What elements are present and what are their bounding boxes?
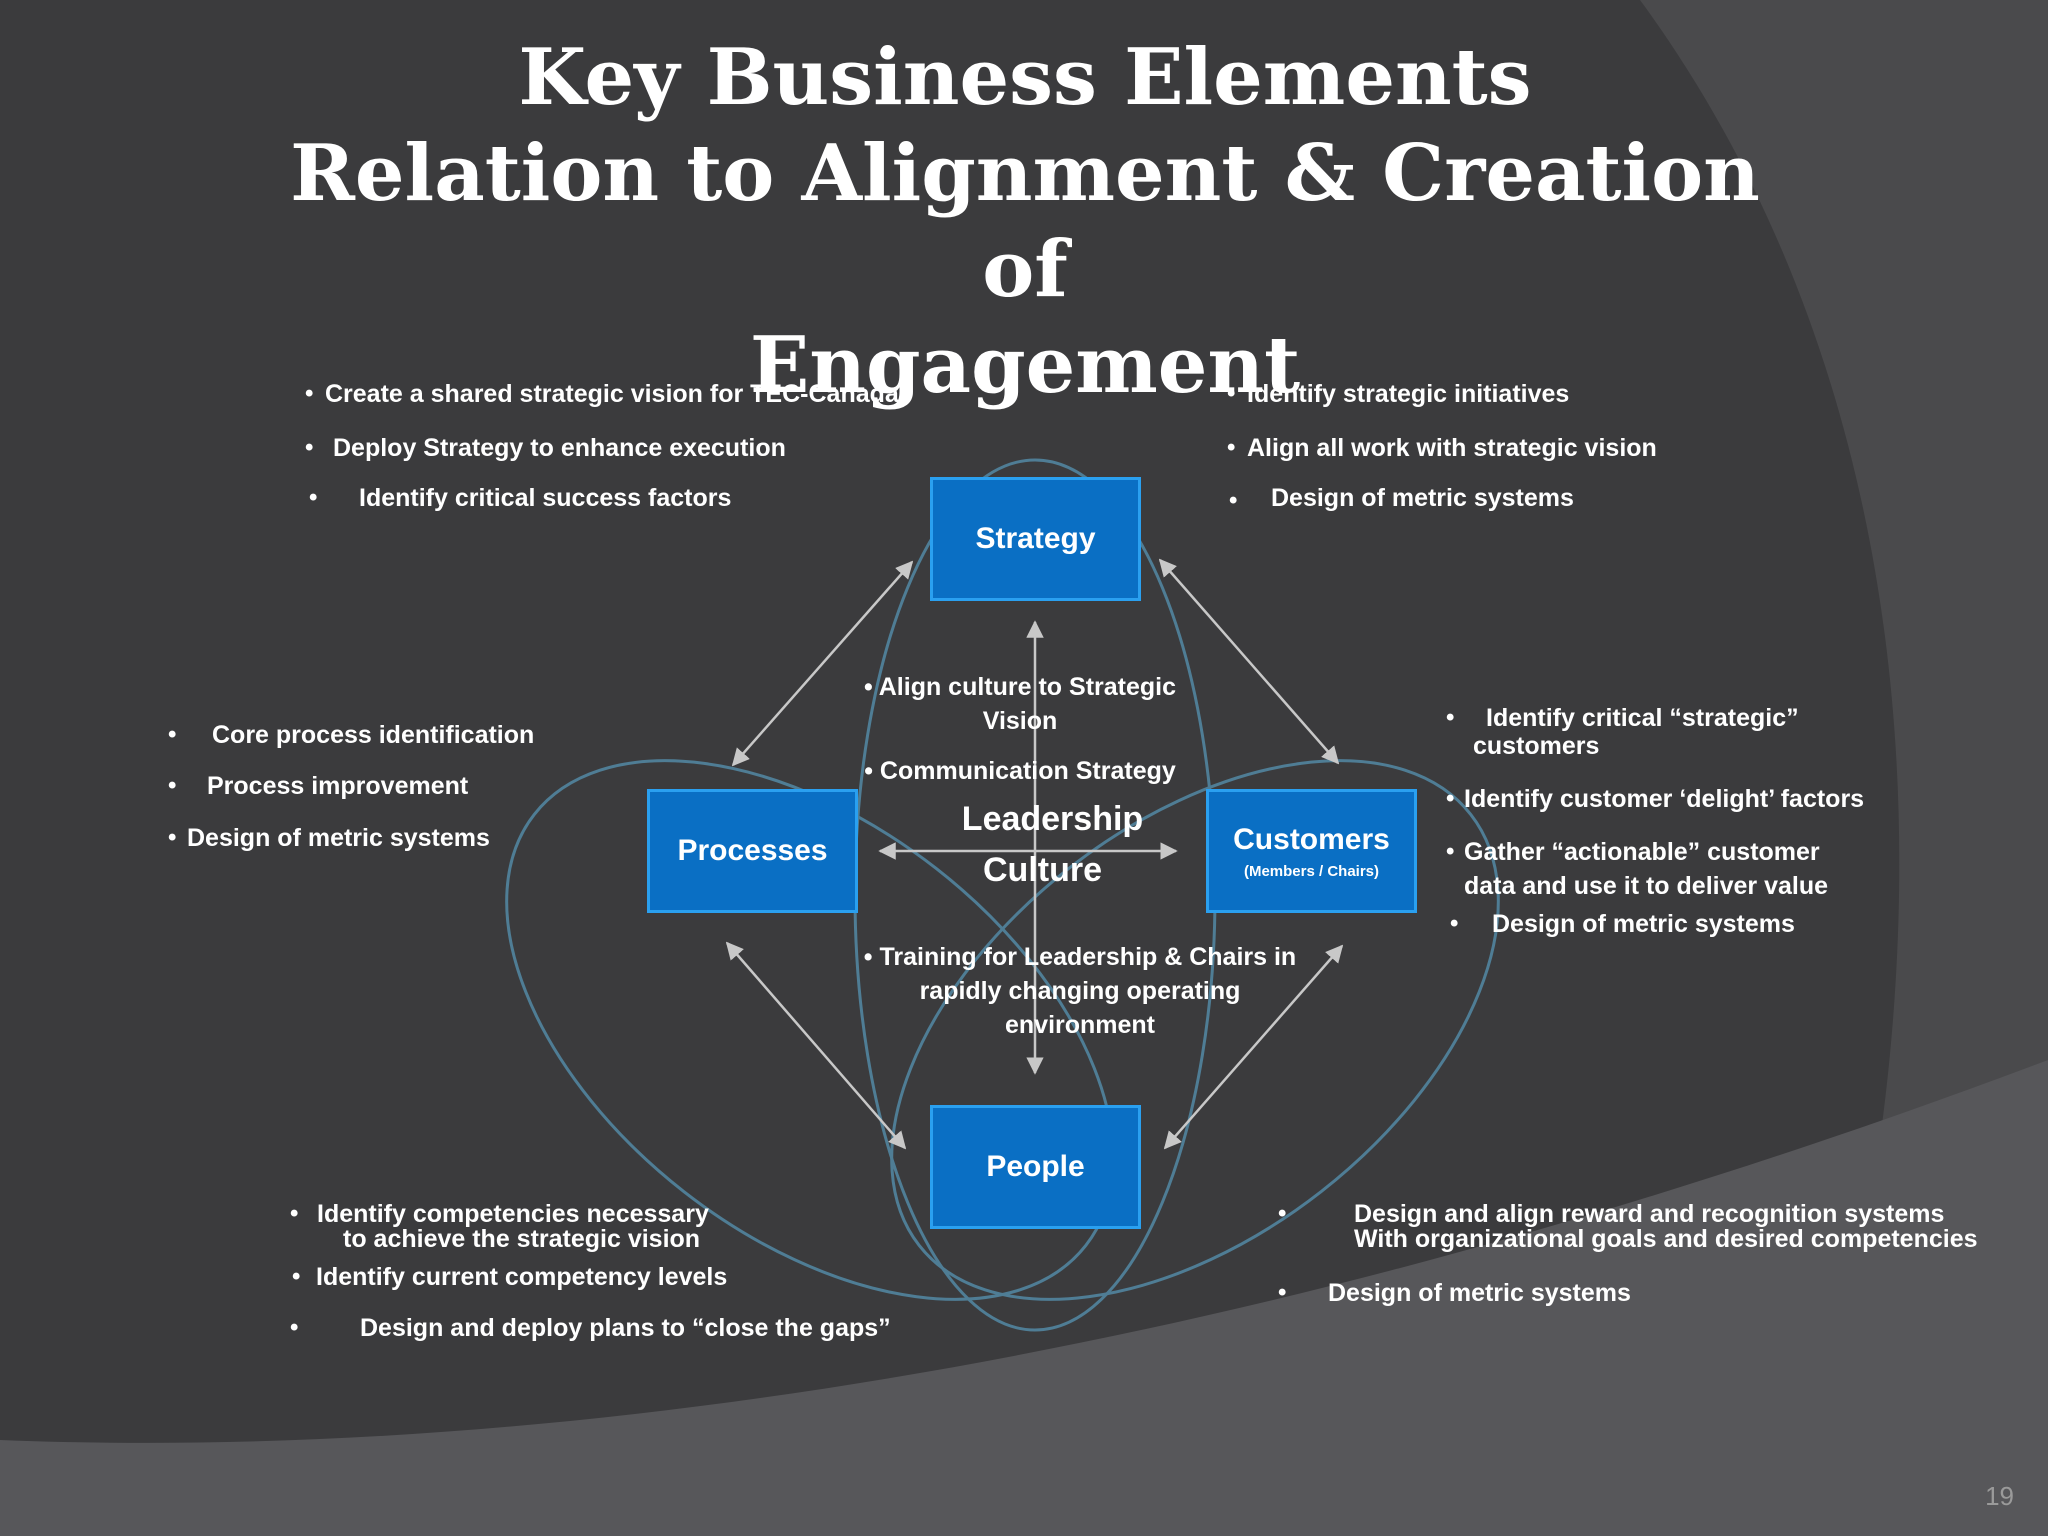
people-node: People xyxy=(930,1105,1141,1229)
strategy-right-list: •Identify strategic initiatives •Align a… xyxy=(1227,380,1657,514)
customers-sublabel: (Members / Chairs) xyxy=(1243,862,1380,880)
page-number: 19 xyxy=(1985,1481,2014,1511)
title-line-3: Engagement xyxy=(749,320,1301,411)
list-item: •Identify critical success factors xyxy=(309,484,732,512)
customers-list: • Identify critical “strategic” customer… xyxy=(1446,704,1864,938)
center-culture-label: Culture xyxy=(983,851,1102,889)
background-swoosh-bottom xyxy=(0,1060,2048,1536)
customers-label: Customers xyxy=(1233,822,1390,856)
list-item: •Core process identification xyxy=(168,721,535,749)
center-item-training-line-3: environment xyxy=(1004,1011,1156,1039)
strategy-left-list: •Create a shared strategic vision for TE… xyxy=(305,380,899,512)
processes-list: •Core process identification •Process im… xyxy=(168,721,534,852)
list-item: •Identify current competency levels xyxy=(292,1263,728,1291)
list-item: • Gather “actionable” customer data and … xyxy=(1446,838,1829,900)
list-item: •Design of metric systems xyxy=(1450,910,1795,938)
title-line-1: Key Business Elements xyxy=(518,32,1532,123)
people-left-list: • Identify competencies necessary to ach… xyxy=(290,1200,891,1342)
list-item: •Create a shared strategic vision for TE… xyxy=(305,380,899,408)
list-item: • Identify competencies necessary to ach… xyxy=(290,1200,709,1253)
center-item-align-culture-line-2: Vision xyxy=(982,707,1058,735)
list-item: • Design and align reward and recognitio… xyxy=(1278,1200,1978,1253)
center-item-training-line-1: • Training for Leadership & Chairs in xyxy=(863,943,1297,971)
center-item-communication: • Communication Strategy xyxy=(864,757,1176,785)
list-item: • Identify critical “strategic” customer… xyxy=(1446,704,1799,760)
processes-label: Processes xyxy=(677,834,828,867)
center-item-training-line-2: rapidly changing operating xyxy=(919,977,1241,1005)
center-item-training: • Training for Leadership & Chairs in ra… xyxy=(840,940,1320,1042)
processes-node: Processes xyxy=(647,789,858,913)
slide-title: Key Business Elements Relation to Alignm… xyxy=(240,30,1810,414)
center-leadership-label: Leadership xyxy=(961,800,1144,838)
background-swoosh-right xyxy=(1640,0,2048,1140)
list-item: •Design and deploy plans to “close the g… xyxy=(290,1314,891,1342)
center-item-align-culture-line-1: • Align culture to Strategic xyxy=(863,673,1177,701)
list-item: •Process improvement xyxy=(168,772,469,800)
people-label: People xyxy=(986,1150,1085,1183)
strategy-node: Strategy xyxy=(930,477,1141,601)
title-line-2: Relation to Alignment & Creation of xyxy=(290,128,1760,315)
list-item: •Design of metric systems xyxy=(1278,1279,1631,1307)
list-item: •Identify strategic initiatives xyxy=(1227,380,1570,408)
customers-node: Customers (Members / Chairs) xyxy=(1206,789,1417,913)
people-right-list: • Design and align reward and recognitio… xyxy=(1278,1200,1978,1307)
list-item: •Design of metric systems xyxy=(1229,484,1574,514)
list-item: •Design of metric systems xyxy=(168,824,490,852)
list-item: •Identify customer ‘delight’ factors xyxy=(1446,785,1865,813)
list-item: •Deploy Strategy to enhance execution xyxy=(305,434,786,462)
center-item-align-culture: • Align culture to Strategic Vision xyxy=(850,670,1190,738)
strategy-label: Strategy xyxy=(975,522,1096,555)
list-item: •Align all work with strategic vision xyxy=(1227,434,1657,462)
